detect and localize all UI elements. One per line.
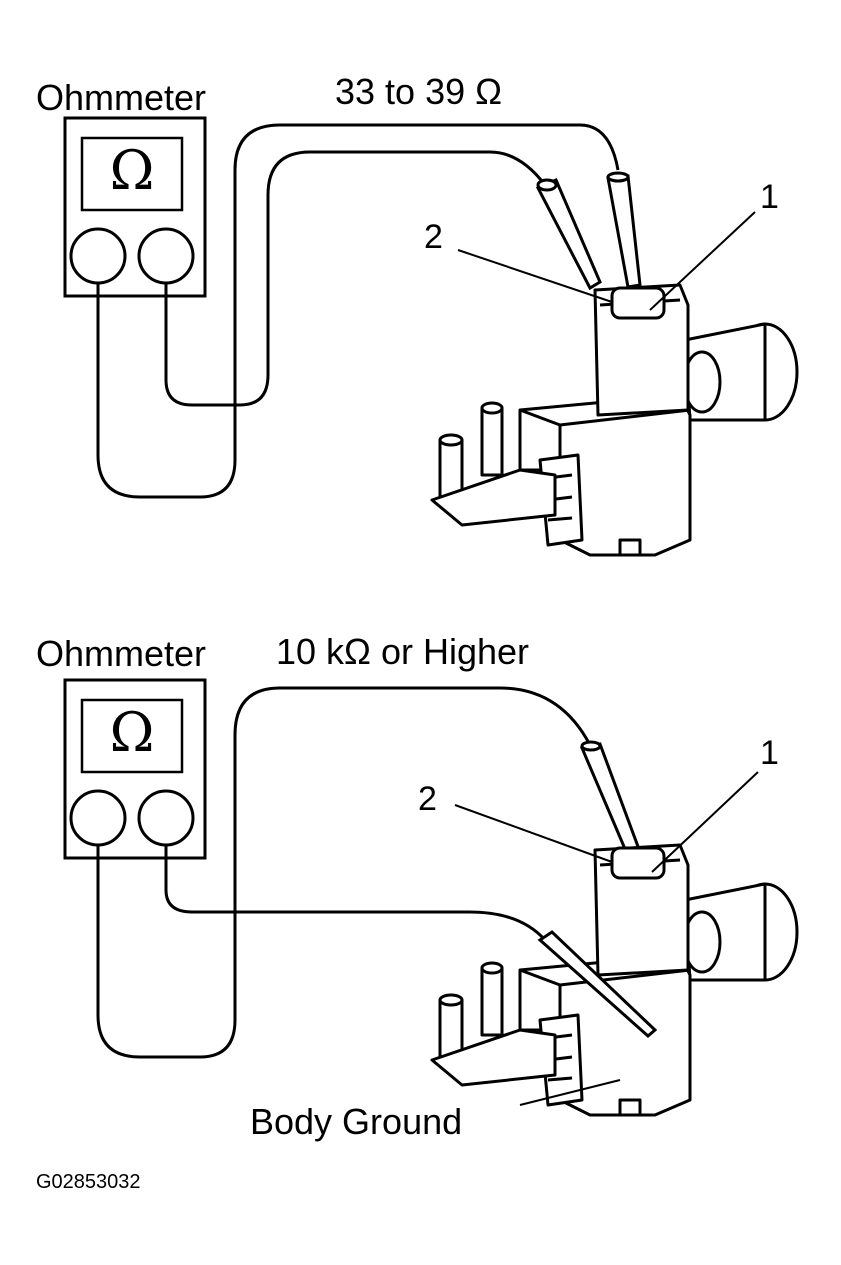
test-probe-icon: [606, 174, 642, 289]
ohmmeter-jack-right: [137, 789, 195, 847]
panel-2-drawing: [63, 678, 799, 1117]
terminal-label-1: 1: [760, 734, 779, 772]
vsv-valve-icon: [430, 843, 799, 1117]
leader-line-1: [649, 211, 756, 311]
test-lead-right: [164, 845, 547, 941]
ohmmeter-jack-left: [69, 789, 127, 847]
ohmmeter-jack-right: [137, 227, 195, 285]
leader-line-ground: [519, 1079, 621, 1106]
ohmmeter-display: [80, 136, 184, 212]
terminal-label-1: 1: [760, 178, 779, 216]
leader-line-1: [651, 771, 759, 873]
vsv-valve-icon: [430, 283, 799, 557]
test-probe-icon: [579, 742, 642, 858]
ohm-symbol: Ω: [109, 701, 155, 764]
ohmmeter-jack-left: [69, 227, 127, 285]
terminal-label-2: 2: [418, 780, 437, 818]
resistance-spec: 33 to 39 Ω: [335, 71, 503, 112]
meter-label: Ohmmeter: [36, 77, 207, 118]
ohmmeter-display: [80, 698, 184, 774]
figure-id: G02853032: [36, 1171, 141, 1193]
leader-line-2: [454, 804, 613, 863]
test-lead-left: [96, 686, 592, 1059]
ohm-symbol: Ω: [109, 139, 155, 202]
test-lead-right: [164, 150, 547, 407]
test-probe-icon: [537, 930, 658, 1038]
terminal-label-2: 2: [424, 218, 443, 256]
test-probe-icon: [535, 178, 602, 291]
test-lead-left: [96, 123, 620, 499]
leader-line-2: [457, 249, 613, 303]
ground-label: Body Ground: [250, 1101, 463, 1142]
panel-1-drawing: [63, 116, 799, 557]
resistance-spec: 10 kΩ or Higher: [276, 631, 530, 672]
meter-label: Ohmmeter: [36, 633, 207, 674]
